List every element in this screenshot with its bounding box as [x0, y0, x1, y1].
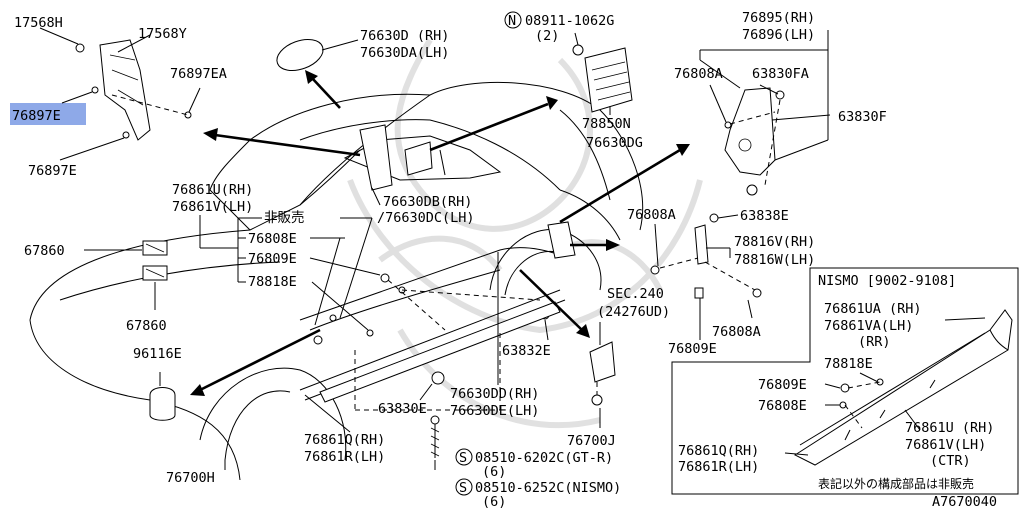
label-78850n[interactable]: 78850N — [582, 116, 631, 132]
label-76861v[interactable]: 76861V(LH) — [172, 199, 253, 215]
label-76808e-nismo[interactable]: 76808E — [758, 398, 807, 414]
label-63832e[interactable]: 63832E — [502, 343, 551, 359]
label-76809e-nismo[interactable]: 76809E — [758, 377, 807, 393]
label-76700h[interactable]: 76700H — [166, 470, 215, 486]
label-76861r-nismo[interactable]: 76861R(LH) — [678, 459, 759, 475]
label-76861u[interactable]: 76861U(RH) — [172, 182, 253, 198]
label-76895[interactable]: 76895(RH) — [742, 10, 815, 26]
label-76700j[interactable]: 76700J — [567, 433, 616, 449]
circled-symbols: N S S — [455, 11, 522, 496]
label-76896[interactable]: 76896(LH) — [742, 27, 815, 43]
circled-n-letter: N — [508, 13, 516, 29]
label-rr: (RR) — [858, 334, 891, 350]
highlight-76897e — [10, 103, 86, 125]
label-08510-gtr-qty: (6) — [482, 464, 506, 480]
label-76808a-mid[interactable]: 76808A — [627, 207, 676, 223]
label-76630d[interactable]: 76630D (RH) — [360, 28, 449, 44]
label-24276ud[interactable]: (24276UD) — [597, 304, 670, 320]
circled-s-symbol-b — [455, 478, 473, 496]
label-nismo-header: NISMO [9002-9108] — [818, 273, 956, 289]
label-76861ua[interactable]: 76861UA (RH) — [824, 301, 922, 317]
label-78816v[interactable]: 78816V(RH) — [734, 234, 815, 250]
label-76861q-nismo[interactable]: 76861Q(RH) — [678, 443, 759, 459]
label-76630dc[interactable]: /76630DC(LH) — [377, 210, 475, 226]
label-76809e-right[interactable]: 76809E — [668, 341, 717, 357]
label-76861v-nismo[interactable]: 76861V(LH) — [905, 437, 986, 453]
part-shapes — [75, 38, 785, 458]
label-17568y[interactable]: 17568Y — [138, 26, 187, 42]
label-78818e-nismo[interactable]: 78818E — [824, 356, 873, 372]
label-76808e[interactable]: 76808E — [248, 231, 297, 247]
label-76630db[interactable]: 76630DB(RH) — [383, 194, 472, 210]
label-76630dg[interactable]: 76630DG — [586, 135, 643, 151]
label-diagram-id: A7670040 — [932, 494, 997, 510]
clip-17568h — [75, 43, 85, 53]
arrows — [190, 70, 690, 396]
label-footnote: 表記以外の構成部品は非販売 — [818, 476, 974, 491]
label-76808a-low[interactable]: 76808A — [712, 324, 761, 340]
circled-s-letter-a: S — [459, 450, 467, 466]
label-76630de[interactable]: 76630DE(LH) — [450, 403, 539, 419]
label-78818e[interactable]: 78818E — [248, 274, 297, 290]
label-63830fa[interactable]: 63830FA — [752, 66, 809, 82]
nismo-box — [671, 267, 1019, 495]
label-not-sold: 非販売 — [264, 210, 305, 226]
label-67860-bottom[interactable]: 67860 — [126, 318, 167, 334]
label-76809e[interactable]: 76809E — [248, 251, 297, 267]
part-labels: 17568H 17568Y 76897E 76897E 76897EA 7663… — [12, 10, 997, 510]
label-76861u-nismo[interactable]: 76861U (RH) — [905, 420, 994, 436]
circled-s-letter-b: S — [459, 480, 467, 496]
label-76861r[interactable]: 76861R(LH) — [304, 449, 385, 465]
label-08510-gtr[interactable]: 08510-6202C(GT-R) — [475, 450, 613, 466]
label-76897ea[interactable]: 76897EA — [170, 66, 227, 82]
label-08911-qty: (2) — [535, 28, 559, 44]
label-78816w[interactable]: 78816W(LH) — [734, 252, 815, 268]
label-76897e[interactable]: 76897E — [28, 163, 77, 179]
label-08510-nismo[interactable]: 08510-6252C(NISMO) — [475, 480, 621, 496]
label-63838e[interactable]: 63838E — [740, 208, 789, 224]
circled-n-symbol — [504, 11, 522, 29]
label-08911[interactable]: 08911-1062G — [525, 13, 614, 29]
dashed-lines — [111, 94, 881, 429]
label-76861va[interactable]: 76861VA(LH) — [824, 318, 913, 334]
label-63830e[interactable]: 63830E — [378, 401, 427, 417]
label-76630da[interactable]: 76630DA(LH) — [360, 45, 449, 61]
label-76808a-top[interactable]: 76808A — [674, 66, 723, 82]
circled-s-symbol-a — [455, 448, 473, 466]
label-76630dd[interactable]: 76630DD(RH) — [450, 386, 539, 402]
label-76861q[interactable]: 76861Q(RH) — [304, 432, 385, 448]
label-96116e[interactable]: 96116E — [133, 346, 182, 362]
label-17568h[interactable]: 17568H — [14, 15, 63, 31]
label-76897e-highlighted[interactable]: 76897E — [12, 108, 61, 124]
label-ctr: (CTR) — [930, 453, 971, 469]
label-67860-top[interactable]: 67860 — [24, 243, 65, 259]
label-sec240[interactable]: SEC.240 — [607, 286, 664, 302]
label-63830f[interactable]: 63830F — [838, 109, 887, 125]
leader-lines — [39, 27, 986, 470]
label-08510-nismo-qty: (6) — [482, 494, 506, 510]
